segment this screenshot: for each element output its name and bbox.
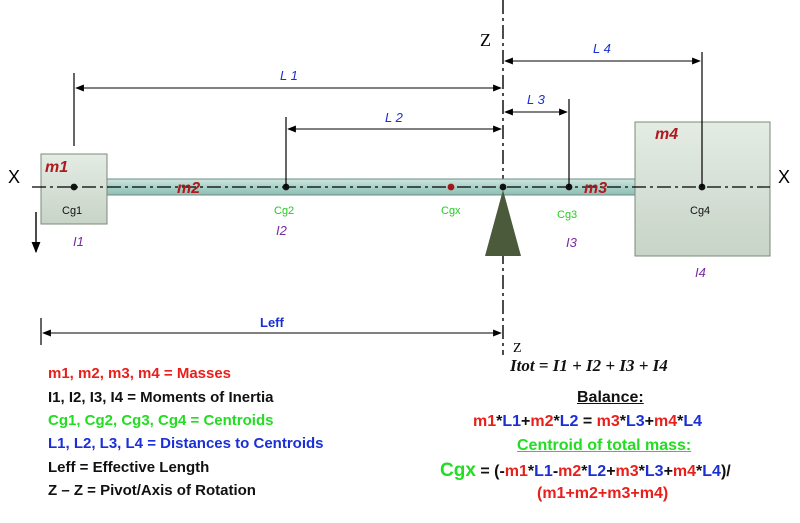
cgx-minus2: - — [552, 463, 559, 480]
balance-l2: L2 — [559, 413, 579, 430]
x-axis-label-left: X — [8, 167, 20, 187]
cgx-m3: m3 — [615, 463, 639, 480]
balance-m2: m2 — [530, 413, 554, 430]
label-i1: I1 — [73, 234, 84, 249]
balance-m1: m1 — [473, 413, 497, 430]
label-i3: I3 — [566, 235, 578, 250]
legend-centroids: Cg1, Cg2, Cg3, Cg4 = Centroids — [48, 412, 274, 429]
x-axis-label-right: X — [778, 167, 790, 187]
centroid-dot-cg1 — [70, 183, 78, 191]
legend-leff: Leff = Effective Length — [48, 459, 210, 476]
cgx-plus1: + — [606, 463, 616, 480]
label-l1: L 1 — [280, 68, 298, 83]
label-cg2: Cg2 — [274, 205, 294, 217]
cgx-close: )/ — [720, 463, 731, 480]
balance-m3: m3 — [596, 413, 620, 430]
cgx-l3: L3 — [644, 463, 664, 480]
label-m4: m4 — [655, 126, 678, 143]
cgx-denominator: (m1+m2+m3+m4) — [537, 485, 669, 502]
z-axis-label-top: Z — [480, 30, 491, 50]
cgx-plus2: + — [663, 463, 673, 480]
label-m1: m1 — [45, 159, 68, 176]
legend-masses: m1, m2, m3, m4 = Masses — [48, 365, 232, 382]
centroid-title: Centroid of total mass: — [517, 437, 692, 454]
balance-star4: * — [677, 413, 684, 430]
balance-star2: * — [553, 413, 560, 430]
label-cg3: Cg3 — [557, 209, 577, 221]
cgx-m1: m1 — [504, 463, 528, 480]
label-i4: I4 — [695, 265, 706, 280]
balance-eq: = — [578, 413, 597, 430]
cgx-s3: * — [638, 463, 645, 480]
label-m2: m2 — [177, 180, 200, 197]
label-m3: m3 — [584, 180, 607, 197]
centroid-dot-cgx — [447, 183, 455, 191]
balance-star3: * — [619, 413, 626, 430]
balance-l1: L1 — [502, 413, 522, 430]
balance-plus1: + — [521, 413, 531, 430]
cgx-l1: L1 — [534, 463, 553, 480]
cgx-minus1: - — [499, 463, 505, 480]
cgx-s4: * — [696, 463, 703, 480]
cgx-l2: L2 — [587, 463, 607, 480]
balance-l4: L4 — [683, 413, 703, 430]
cgx-m4: m4 — [672, 463, 697, 480]
legend-pivot: Z – Z = Pivot/Axis of Rotation — [48, 482, 256, 499]
z-axis-label-bottom: Z — [513, 341, 522, 356]
balance-equation: m1*L1+m2*L2 = m3*L3+m4*L4 — [473, 413, 702, 431]
label-leff: Leff — [260, 315, 285, 330]
cgx-eq: = ( — [475, 463, 500, 480]
cgx-l4: L4 — [702, 463, 721, 480]
itot-equation: Itot = I1 + I2 + I3 + I4 — [510, 356, 668, 375]
cgx-equation: Cgx = (-m1*L1-m2*L2+m3*L3+m4*L4)/ — [440, 460, 731, 482]
label-cg4: Cg4 — [690, 205, 710, 217]
legend-inertia: I1, I2, I3, I4 = Moments of Inertia — [48, 389, 274, 406]
label-l4: L 4 — [593, 41, 611, 56]
centroid-dot-pivot — [499, 183, 507, 191]
balance-plus2: + — [644, 413, 655, 430]
cgx-s1: * — [527, 463, 535, 480]
legend-distances: L1, L2, L3, L4 = Distances to Centroids — [48, 435, 324, 452]
label-cg1: Cg1 — [62, 205, 82, 217]
pivot-triangle — [485, 190, 521, 256]
cgx-m2: m2 — [558, 463, 582, 480]
label-i2: I2 — [276, 223, 288, 238]
label-l3: L 3 — [527, 92, 546, 107]
cgx-symbol: Cgx — [440, 460, 476, 481]
balance-m4: m4 — [654, 413, 678, 430]
label-l2: L 2 — [385, 110, 404, 125]
cgx-s2: * — [581, 463, 588, 480]
balance-l3: L3 — [626, 413, 645, 430]
balance-star1: * — [496, 413, 503, 430]
label-cgx: Cgx — [441, 205, 461, 217]
balance-title: Balance: — [577, 389, 644, 406]
